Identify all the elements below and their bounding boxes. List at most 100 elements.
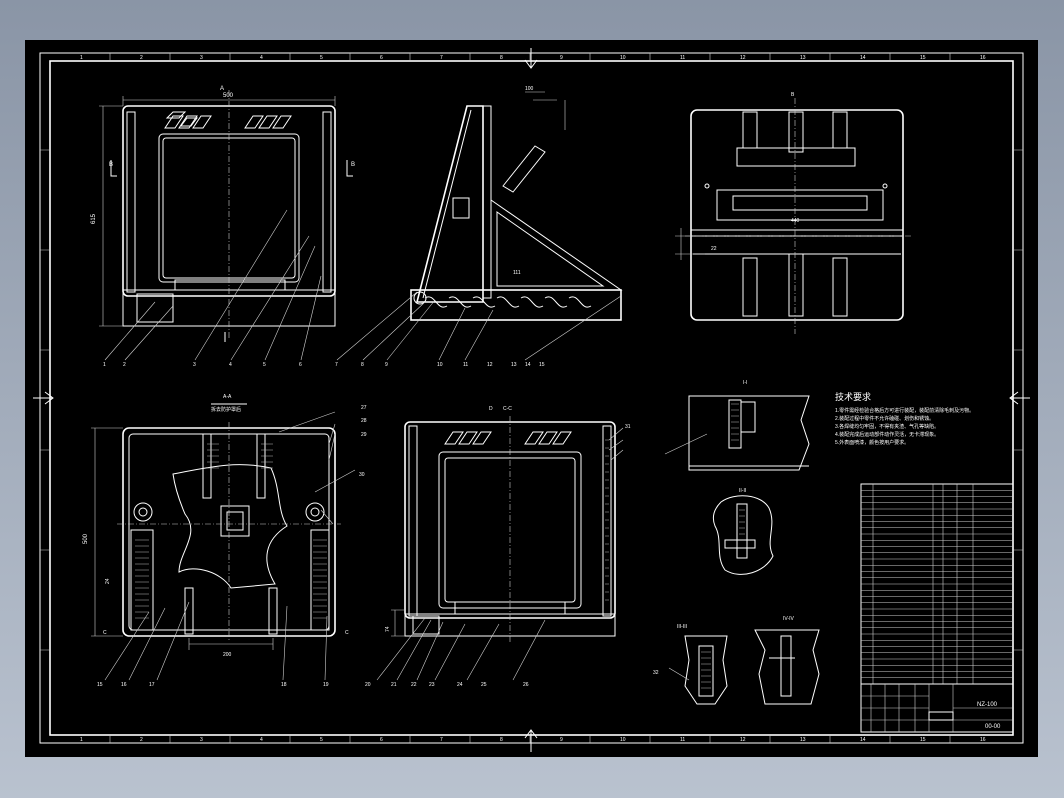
zone-number: 15 xyxy=(920,737,926,743)
leader-lines xyxy=(104,209,708,681)
part-balloon: 18 xyxy=(281,682,287,688)
zone-ticks xyxy=(40,53,1023,743)
zone-number: 12 xyxy=(740,737,746,743)
title-block-stamp xyxy=(928,711,954,721)
part-balloon: 14 xyxy=(525,362,531,368)
part-balloon: 11 xyxy=(463,362,468,368)
svg-text:I-I: I-I xyxy=(743,380,747,386)
svg-text:5.外表面喷漆，颜色按用户要求。: 5.外表面喷漆，颜色按用户要求。 xyxy=(835,439,909,446)
part-balloon: 2 xyxy=(123,362,126,368)
svg-text:615: 615 xyxy=(91,213,97,224)
svg-text:28: 28 xyxy=(361,418,367,424)
part-balloon: 4 xyxy=(229,362,232,368)
svg-text:3.各焊缝均匀牢固，不得有夹渣、气孔等缺陷。: 3.各焊缝均匀牢固，不得有夹渣、气孔等缺陷。 xyxy=(835,423,939,430)
zone-number: 2 xyxy=(140,737,143,743)
zone-number: 16 xyxy=(980,737,986,743)
svg-text:拆去防护罩后: 拆去防护罩后 xyxy=(211,406,241,413)
svg-text:32: 32 xyxy=(653,670,659,676)
svg-text:B: B xyxy=(791,92,795,98)
part-balloon: 5 xyxy=(263,362,266,368)
zone-number: 14 xyxy=(860,55,866,61)
zone-number: 11 xyxy=(680,55,685,61)
svg-text:27: 27 xyxy=(361,405,367,411)
svg-text:A: A xyxy=(220,86,224,92)
part-balloon: 9 xyxy=(385,362,388,368)
svg-text:440: 440 xyxy=(791,218,800,224)
svg-text:IV-IV: IV-IV xyxy=(783,616,795,622)
zone-number: 13 xyxy=(800,737,806,743)
part-balloon: 25 xyxy=(481,682,487,688)
svg-text:C: C xyxy=(103,630,107,636)
part-balloon: 23 xyxy=(429,682,435,688)
zone-number: 5 xyxy=(320,55,323,61)
top-view: 440 22 B xyxy=(675,92,911,334)
part-balloon: 20 xyxy=(365,682,371,688)
svg-text:31: 31 xyxy=(625,424,631,430)
zone-number: 7 xyxy=(440,55,443,61)
zone-number: 9 xyxy=(560,737,563,743)
zone-number: 7 xyxy=(440,737,443,743)
svg-text:100: 100 xyxy=(525,86,534,92)
svg-text:B: B xyxy=(351,162,355,168)
part-balloon: 16 xyxy=(121,682,127,688)
svg-text:4.装配完成后运动部件动作灵活，无卡滞现象。: 4.装配完成后运动部件动作灵活，无卡滞现象。 xyxy=(835,431,939,438)
zone-number: 9 xyxy=(560,55,563,61)
part-balloon: 22 xyxy=(411,682,417,688)
svg-text:500: 500 xyxy=(83,533,89,544)
svg-text:III-III: III-III xyxy=(677,624,687,630)
zone-number: 8 xyxy=(500,55,503,61)
part-balloon: 26 xyxy=(523,682,529,688)
zone-number: 3 xyxy=(200,55,203,61)
zone-number: 6 xyxy=(380,737,383,743)
part-balloon: 7 xyxy=(335,362,338,368)
part-balloon: 10 xyxy=(437,362,443,368)
outer-border xyxy=(39,52,1024,744)
zone-number: 1 xyxy=(80,737,83,743)
svg-text:C: C xyxy=(345,630,349,636)
svg-text:NZ-100: NZ-100 xyxy=(977,702,998,708)
zone-number: 12 xyxy=(740,55,746,61)
svg-text:A-A: A-A xyxy=(223,394,232,400)
front-view: 500 615 A B B xyxy=(91,86,355,342)
svg-text:2.装配过程中零件不允许磕碰、划伤和锈蚀。: 2.装配过程中零件不允许磕碰、划伤和锈蚀。 xyxy=(835,415,934,422)
svg-text:30: 30 xyxy=(359,472,365,478)
zone-number: 15 xyxy=(920,55,926,61)
title-block: NZ-100 00-00 xyxy=(860,683,1014,733)
technical-requirements: 技术要求 1.零件需经检验合格后方可进行装配，装配前清除毛刺及污物。 2.装配过… xyxy=(835,391,974,446)
centering-marks xyxy=(33,48,1030,752)
zone-number: 16 xyxy=(980,55,986,61)
part-balloon: 6 xyxy=(299,362,302,368)
zone-number: 5 xyxy=(320,737,323,743)
detail-views: I-I II-II III-III IV-IV xyxy=(677,380,820,705)
zone-number: 4 xyxy=(260,737,263,743)
part-balloon: 8 xyxy=(361,362,364,368)
parts-list xyxy=(860,483,1014,685)
zone-number: 10 xyxy=(620,55,626,61)
zone-number: 6 xyxy=(380,55,383,61)
zone-number: 14 xyxy=(860,737,866,743)
side-balloons: 27 28 29 30 31 32 xyxy=(359,405,659,676)
section-view: D C-C 74 xyxy=(385,406,616,644)
part-balloon: 24 xyxy=(457,682,463,688)
rear-view: A-A 拆去防护罩后 xyxy=(83,394,349,658)
svg-text:22: 22 xyxy=(711,246,717,252)
svg-text:II-II: II-II xyxy=(739,488,746,494)
zone-number: 10 xyxy=(620,737,626,743)
svg-text:74: 74 xyxy=(385,626,391,632)
svg-text:111: 111 xyxy=(513,270,521,276)
svg-text:24: 24 xyxy=(105,578,111,584)
part-balloon: 1 xyxy=(103,362,106,368)
zone-number: 4 xyxy=(260,55,263,61)
zone-number: 11 xyxy=(680,737,685,743)
svg-text:D: D xyxy=(489,406,493,412)
part-balloon: 3 xyxy=(193,362,196,368)
svg-text:29: 29 xyxy=(361,432,367,438)
part-balloon: 15 xyxy=(97,682,103,688)
svg-text:200: 200 xyxy=(223,652,232,658)
